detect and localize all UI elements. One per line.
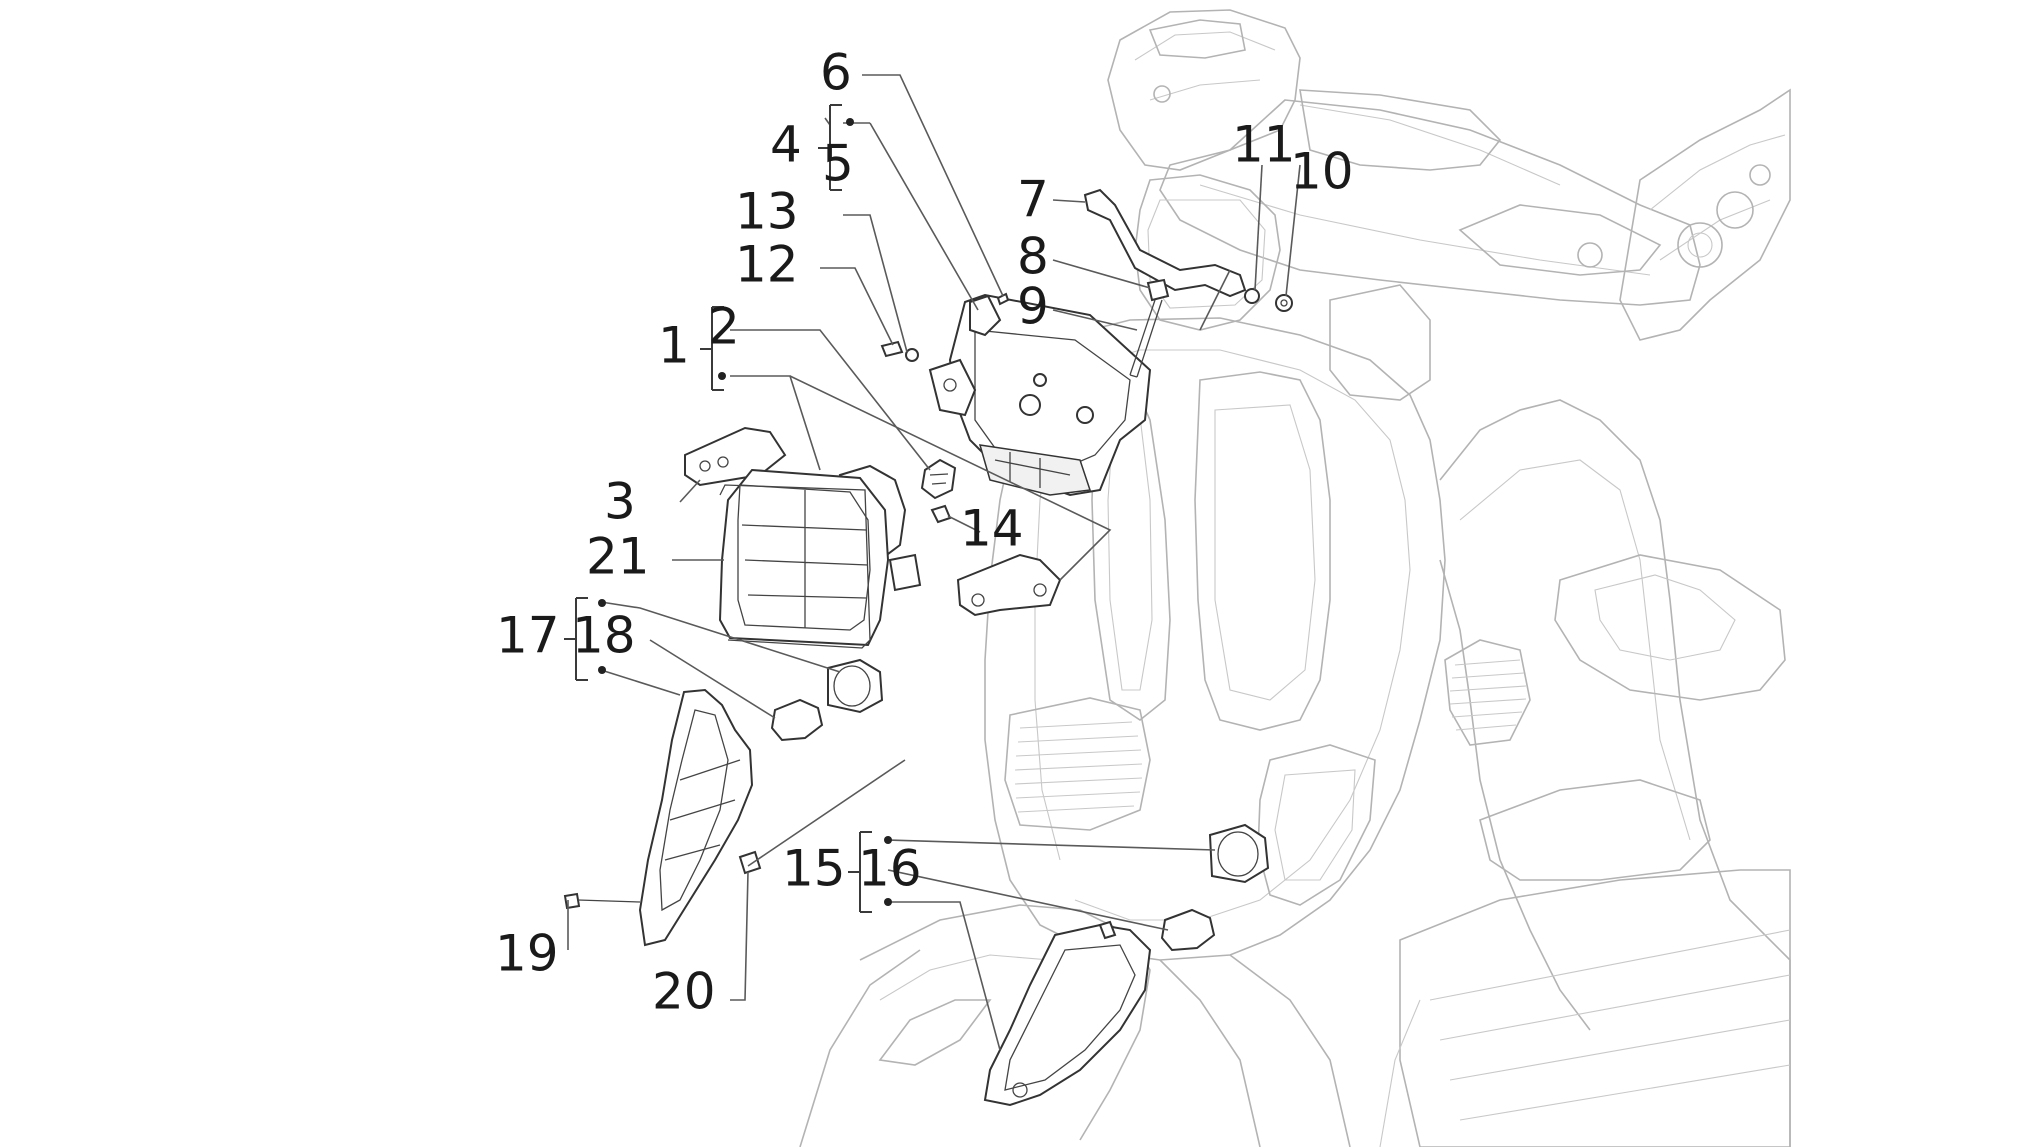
callout-14: 14 (960, 500, 1024, 558)
right-indicator-lens (983, 920, 1152, 1107)
headlight-assembly (718, 464, 922, 649)
parts-drawing (563, 188, 1293, 1107)
callout-5: 5 (822, 135, 854, 193)
callout-10: 10 (1290, 143, 1354, 201)
callout-15: 15 (782, 840, 846, 898)
callout-12: 12 (735, 236, 799, 294)
callout-3: 3 (604, 473, 636, 531)
callout-labels: 1 2 3 4 5 6 7 8 9 10 11 12 13 14 15 16 1… (495, 44, 1354, 1021)
headlight-bracket (928, 293, 1152, 497)
leader-lines (567, 74, 1301, 1051)
callout-7: 7 (1017, 171, 1049, 229)
callout-20: 20 (652, 963, 716, 1021)
floor-mat (1399, 639, 1791, 1147)
callout-13: 13 (735, 183, 799, 241)
callout-18: 18 (572, 607, 636, 665)
callout-17: 17 (496, 607, 560, 665)
callout-6: 6 (820, 44, 852, 102)
callout-2: 2 (708, 298, 740, 356)
horn-grille (1004, 697, 1151, 831)
left-indicator-lens (638, 688, 754, 947)
callout-9: 9 (1017, 278, 1049, 336)
callout-8: 8 (1017, 228, 1049, 286)
callout-4: 4 (770, 116, 802, 174)
callout-21: 21 (586, 528, 650, 586)
group-braces (564, 104, 892, 913)
callout-11: 11 (1232, 116, 1296, 174)
callout-16: 16 (858, 840, 922, 898)
callout-1: 1 (658, 317, 690, 375)
callout-19: 19 (495, 925, 559, 983)
